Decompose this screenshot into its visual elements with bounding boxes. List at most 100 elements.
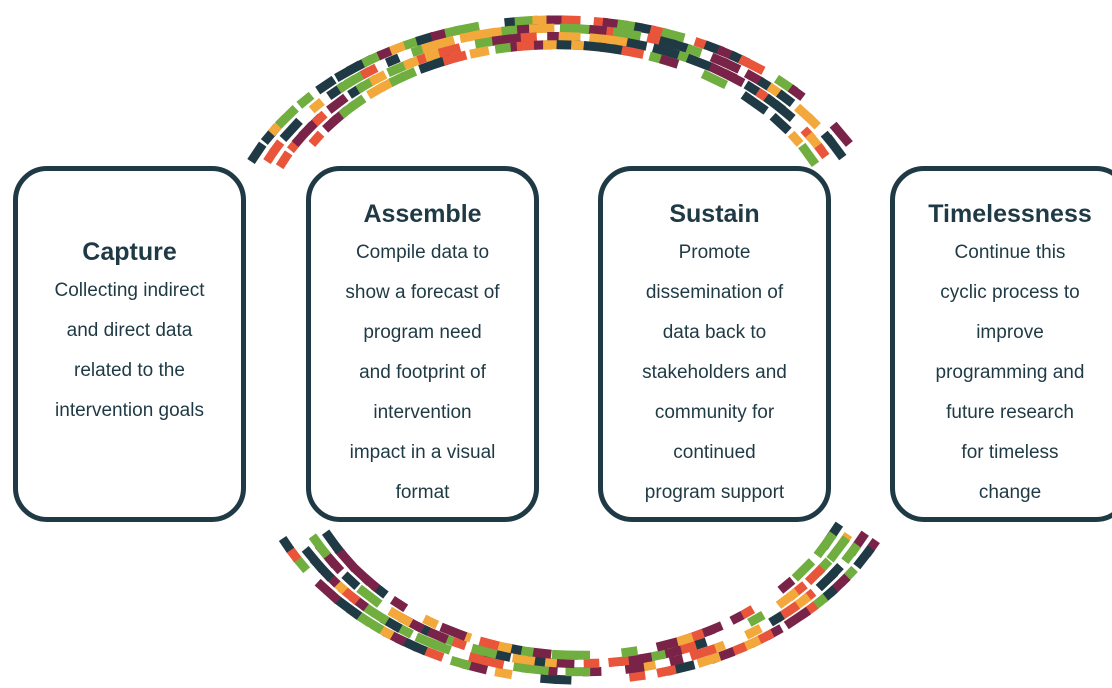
arc-stripe-segment <box>787 84 806 101</box>
arc-stripe-segment <box>415 32 435 46</box>
card-title-assemble: Assemble <box>363 200 482 228</box>
card-text-line: Compile data to <box>355 242 490 263</box>
arc-stripe-segment <box>384 53 401 68</box>
card-text-line: stakeholders and <box>642 362 787 383</box>
arc-stripe-segment <box>399 67 418 82</box>
arc-stripe-segment <box>275 150 293 170</box>
arc-stripe-segment <box>403 36 420 50</box>
arc-stripe-segment <box>308 533 331 559</box>
card-text-line: improve <box>976 322 1044 343</box>
arc-stripe-segment <box>247 141 267 165</box>
arc-stripe-segment <box>693 37 708 50</box>
arc-stripe-segment <box>689 644 717 661</box>
arc-stripe-segment <box>656 664 677 678</box>
arc-stripe-segment <box>494 667 513 680</box>
arc-stripe-segment <box>853 545 875 570</box>
arc-stripe-segment <box>624 662 645 674</box>
arc-stripe-segment <box>588 33 605 44</box>
arc-stripe-segment <box>661 645 683 660</box>
arc-stripe-segment <box>422 614 440 630</box>
arc-stripe-segment <box>722 69 746 88</box>
card-capture: Capture Collecting indirect and direct d… <box>13 166 246 522</box>
arc-stripe-segment <box>478 636 500 651</box>
top-stripe-arc <box>247 15 853 170</box>
arc-stripe-segment <box>470 643 498 659</box>
card-body-timelessness: Continue this cyclic process to improve … <box>936 233 1085 513</box>
card-text-line: impact in a visual <box>349 442 496 463</box>
arc-stripe-segment <box>543 40 569 50</box>
arc-stripe-segment <box>565 667 591 677</box>
arc-stripe-segment <box>646 33 663 46</box>
arc-stripe-segment <box>514 15 538 27</box>
arc-stripe-segment <box>494 42 515 54</box>
card-text-line: show a forecast of <box>345 282 500 303</box>
arc-stripe-segment <box>519 645 534 657</box>
card-assemble: Assemble Compile data to show a forecast… <box>306 166 539 522</box>
card-body-assemble: Compile data to show a forecast of progr… <box>345 233 499 513</box>
arc-stripe-segment <box>620 646 639 658</box>
card-text-line: program support <box>644 482 785 503</box>
arc-stripe-segment <box>402 55 423 70</box>
arc-stripe-segment <box>660 27 686 43</box>
arc-stripe-segment <box>668 654 684 667</box>
arc-stripe-segment <box>685 44 703 58</box>
arc-stripe-segment <box>278 535 295 553</box>
arc-stripe-segment <box>791 558 816 582</box>
card-title-timelessness: Timelessness <box>928 200 1092 228</box>
arc-stripe-segment <box>813 531 837 559</box>
arc-stripe-segment <box>491 34 512 46</box>
arc-stripe-segment <box>315 75 337 95</box>
arc-stripe-segment <box>815 569 839 592</box>
arc-stripe-segment <box>601 34 619 46</box>
card-text-line: for timeless <box>961 442 1059 463</box>
arc-stripe-segment <box>738 54 766 75</box>
arc-stripe-segment <box>544 657 558 668</box>
arc-stripe-segment <box>659 54 680 69</box>
arc-stripe-segment <box>326 93 349 114</box>
card-text-line: and footprint of <box>359 362 486 383</box>
arc-stripe-segment <box>301 545 327 574</box>
arc-stripe-segment <box>826 535 851 563</box>
arc-stripe-segment <box>729 611 745 625</box>
arc-stripe-segment <box>558 31 581 42</box>
arc-stripe-segment <box>279 117 303 143</box>
arc-stripe-segment <box>439 622 468 641</box>
arc-stripe-segment <box>551 649 579 660</box>
arc-stripe-segment <box>841 542 861 565</box>
arc-stripe-segment <box>341 571 361 590</box>
arc-stripe-segment <box>776 89 796 108</box>
arc-stripe-segment <box>376 46 394 61</box>
card-text-line: and direct data <box>66 320 193 341</box>
card-text-line: change <box>978 482 1042 503</box>
card-text-line: dissemination of <box>645 282 784 303</box>
arc-stripe-segment <box>547 32 565 41</box>
arc-stripe-segment <box>389 595 409 613</box>
arc-stripe-segment <box>771 100 796 122</box>
card-title-sustain: Sustain <box>669 200 760 228</box>
arc-stripe-segment <box>720 57 742 74</box>
arc-stripe-segment <box>804 113 821 130</box>
card-text-line: program need <box>363 322 482 343</box>
arc-stripe-segment <box>269 139 285 156</box>
arc-stripe-segment <box>641 660 657 672</box>
arc-stripe-segment <box>387 606 414 628</box>
arc-stripe-segment <box>532 15 550 25</box>
arc-stripe-segment <box>777 576 796 594</box>
arc-stripe-segment <box>628 670 646 682</box>
arc-stripe-segment <box>620 45 645 59</box>
arc-stripe-segment <box>356 584 383 608</box>
arc-stripe-segment <box>747 610 766 627</box>
arc-stripe-segment <box>553 674 572 685</box>
card-text-line: related to the <box>74 360 185 381</box>
arc-stripe-segment <box>442 50 468 66</box>
arc-stripe-segment <box>308 130 325 147</box>
card-text-line: intervention <box>373 402 472 423</box>
arc-stripe-segment <box>311 110 328 127</box>
arc-stripe-segment <box>430 28 448 42</box>
arc-stripe-segment <box>296 91 315 109</box>
arc-stripe-segment <box>783 606 812 630</box>
card-text-line: cyclic process to <box>940 282 1080 303</box>
card-text-line: programming and <box>935 362 1085 383</box>
arc-stripe-segment <box>433 35 456 50</box>
